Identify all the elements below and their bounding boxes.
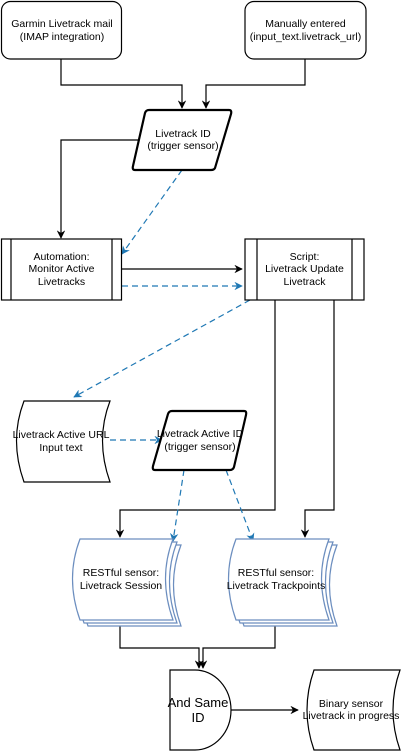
livetrack-id-label: Livetrack ID (trigger sensor) [147,127,219,153]
manual-node [244,0,367,60]
edge-livetrack-id-to-automation-dashed [121,169,183,255]
edge-script-to-active-url-dashed [73,299,251,398]
edge-manual-to-livetrack-id [201,59,306,109]
edge-active-id-to-trackpoints-dashed [225,469,255,542]
automation-label: Automation: Monitor Active Livetracks [28,250,95,288]
rest-trackpoints-node [227,538,338,627]
garmin-label: Garmin Livetrack mail (IMAP integration) [11,18,113,43]
active-url-label: Livetrack Active URL Input text [12,429,110,454]
script-node [244,238,365,301]
active-id-label: Livetrack Active ID (trigger sensor) [156,428,244,453]
binary-sensor-node [306,669,401,751]
edge-script-to-trackpoints [300,300,335,538]
edge-script-to-session [115,300,276,538]
active-id-node [151,409,248,472]
edge-livetrack-id-to-automation [56,139,138,239]
and-same-id-label: And Same ID [167,695,229,725]
edge-trackpoints-to-and [198,623,276,669]
rest-session-label: RESTful sensor: Livetrack Session [79,567,163,592]
livetrack-id-node [131,108,233,172]
manual-label: Manually entered (input_text.livetrack_u… [249,18,362,43]
automation-node [0,238,123,301]
edge-session-to-and [119,623,204,669]
rest-trackpoints-label: RESTful sensor: Livetrack Trackpoints [226,567,326,592]
garmin-node [0,0,123,60]
edge-garmin-to-livetrack-id [60,59,187,109]
edge-active-id-to-session-dashed [170,469,185,542]
binary-sensor-label: Binary sensor Livetrack in progress [302,697,400,723]
active-url-node [15,400,111,483]
rest-session-node [71,538,182,627]
script-label: Script: Livetrack Update Livetrack [265,250,344,288]
and-same-id-node [169,669,232,751]
